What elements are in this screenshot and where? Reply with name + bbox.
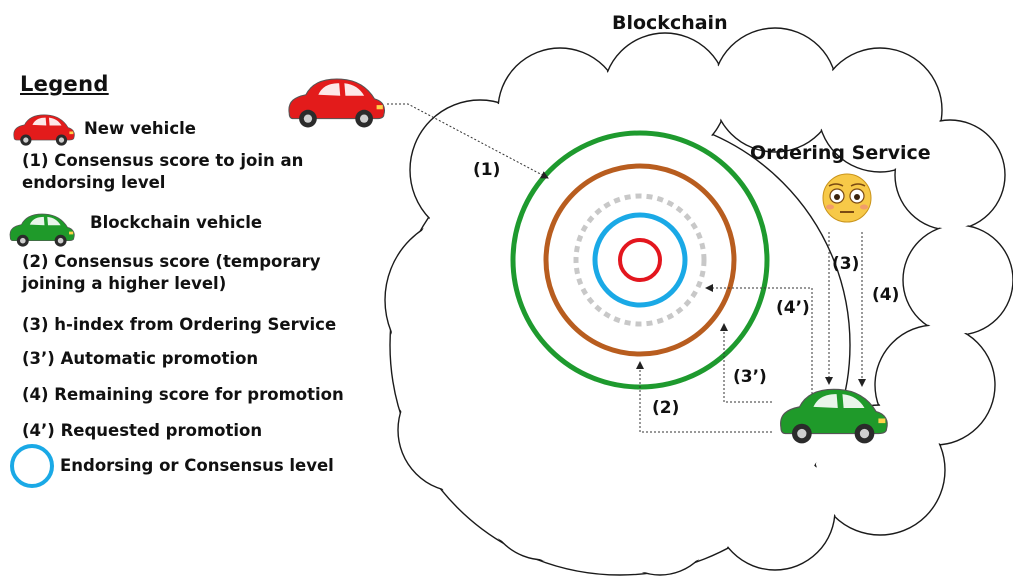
arrow-label-3: (3): [832, 254, 860, 274]
arrow-label-4p: (4’): [776, 298, 810, 318]
arrow-1: [387, 103, 549, 179]
diagram-title: Blockchain: [612, 12, 728, 34]
arrows: [387, 103, 866, 433]
legend-item-4: (4) Remaining score for promotion: [22, 385, 344, 404]
arrow-label-4: (4): [872, 285, 900, 305]
legend-new-vehicle: New vehicle: [84, 119, 196, 138]
arrow-3p: [720, 323, 772, 403]
arrow-2: [636, 361, 772, 433]
legend-item-2: (2) Consensus score (temporary joining a…: [22, 252, 321, 293]
arrow-label-3p: (3’): [733, 367, 767, 387]
level-ring-dashed: [573, 193, 707, 327]
arrow-label-2: (2): [652, 398, 680, 418]
arrow-4p: [705, 284, 813, 394]
new-vehicle-car: [288, 78, 386, 128]
level-ring-blue: [592, 212, 688, 308]
ordering-service-emoji-icon: [822, 173, 872, 223]
legend-blockchain-vehicle: Blockchain vehicle: [90, 213, 263, 232]
legend-item-4p: (4’) Requested promotion: [22, 421, 263, 440]
legend-level: Endorsing or Consensus level: [60, 456, 334, 475]
level-ring-inner: [618, 238, 662, 282]
level-ring-second: [543, 163, 737, 357]
ordering-service-label: Ordering Service: [750, 142, 931, 164]
legend-item-3p: (3’) Automatic promotion: [22, 349, 259, 368]
legend-item-3: (3) h-index from Ordering Service: [22, 315, 337, 334]
legend-title: Legend: [20, 72, 109, 96]
legend-new-vehicle-icon: [13, 114, 75, 146]
legend-item-1: (1) Consensus score to join an endorsing…: [22, 151, 304, 192]
legend-blockchain-vehicle-icon: [9, 213, 75, 247]
legend-level-ring-icon: [10, 444, 54, 488]
arrow-label-1: (1): [473, 160, 501, 180]
